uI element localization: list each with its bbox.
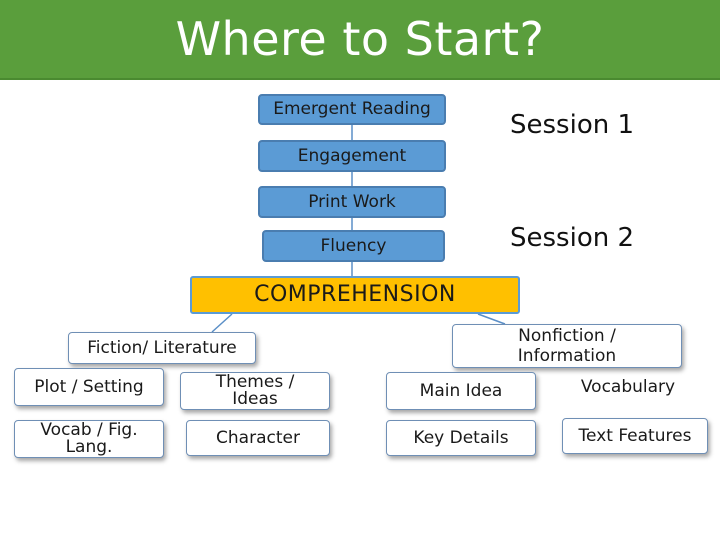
main-idea-label: Main Idea [419, 380, 503, 401]
engagement-label: Engagement [297, 145, 407, 166]
plot-setting-box: Plot / Setting [14, 368, 164, 406]
fluency-label: Fluency [320, 235, 387, 256]
emergent-reading-label: Emergent Reading [273, 99, 431, 119]
text-features-box: Text Features [562, 418, 708, 454]
nonfiction-information-label: Nonfiction / Information [517, 325, 617, 366]
comprehension-label: COMPREHENSION [254, 282, 456, 307]
connector-comprehension-nonfiction [477, 313, 506, 325]
plot-setting-label: Plot / Setting [34, 376, 144, 397]
emergent-reading-box: Emergent Reading [258, 94, 446, 125]
slide-title: Where to Start? [0, 0, 720, 80]
vocab-fig-lang-box: Vocab / Fig. Lang. [14, 420, 164, 458]
vocab-fig-lang-label: Vocab / Fig. Lang. [40, 420, 138, 457]
themes-ideas-label: Themes / Ideas [215, 372, 295, 409]
text-features-label: Text Features [578, 425, 692, 446]
nonfiction-information-box: Nonfiction / Information [452, 324, 682, 368]
themes-ideas-box: Themes / Ideas [180, 372, 330, 410]
key-details-label: Key Details [413, 427, 509, 448]
main-idea-box: Main Idea [386, 372, 536, 410]
comprehension-box: COMPREHENSION [190, 276, 520, 314]
print-work-box: Print Work [258, 186, 446, 218]
fluency-box: Fluency [262, 230, 445, 262]
character-box: Character [186, 420, 330, 456]
session-1-label: Session 1 [510, 110, 635, 140]
character-label: Character [216, 427, 300, 448]
engagement-box: Engagement [258, 140, 446, 172]
session-2-label: Session 2 [510, 223, 635, 253]
connector-comprehension-fiction [211, 313, 233, 333]
print-work-label: Print Work [308, 191, 396, 212]
key-details-box: Key Details [386, 420, 536, 456]
fiction-literature-box: Fiction/ Literature [68, 332, 256, 364]
vocabulary-label: Vocabulary [580, 376, 676, 397]
fiction-literature-label: Fiction/ Literature [87, 337, 237, 358]
